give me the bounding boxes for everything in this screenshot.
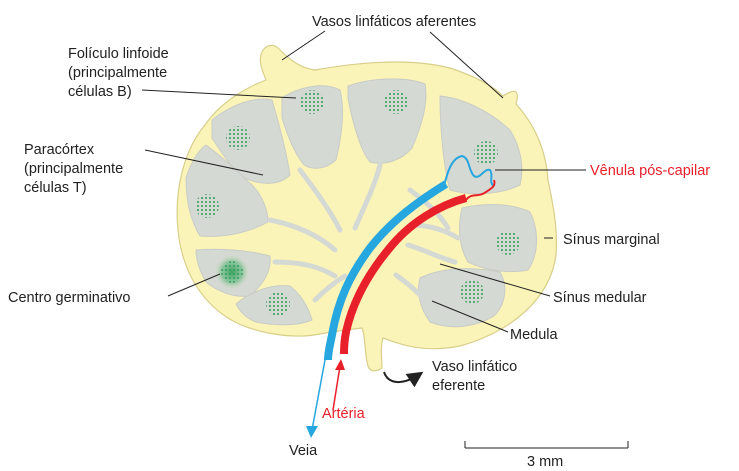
follicle-icon <box>195 194 219 218</box>
follicle-label-line1: Folículo linfoide <box>68 46 169 62</box>
germinal-center-label: Centro germinativo <box>8 290 131 306</box>
follicle-icon <box>460 280 484 304</box>
follicle-icon <box>384 90 408 114</box>
vein-label: Veia <box>289 443 318 459</box>
medullary-sinus-label: Sínus medular <box>553 290 647 306</box>
medulla-label: Medula <box>510 327 558 343</box>
venule-label: Vênula pós-capilar <box>590 163 710 179</box>
artery-label: Artéria <box>322 406 366 422</box>
efferent-label-line1: Vaso linfático <box>432 359 517 375</box>
efferent-arrow-icon <box>384 372 420 382</box>
follicle-icon <box>300 90 324 114</box>
follicle-label-line2: (principalmente <box>68 65 167 81</box>
paracortex-label-line2: (principalmente <box>24 161 123 177</box>
follicle-icon <box>266 292 290 316</box>
paracortex-label-line1: Paracórtex <box>24 142 95 158</box>
efferent-label-line2: eferente <box>432 378 485 394</box>
scale-label: 3 mm <box>527 454 563 470</box>
vein-arrowhead <box>306 426 318 438</box>
follicle-icon <box>226 126 250 150</box>
follicle-icon <box>496 231 520 255</box>
germinal-center-icon <box>221 261 243 283</box>
artery-arrowhead <box>335 359 345 370</box>
artery-arrow <box>333 366 340 410</box>
scale-bar <box>465 441 628 448</box>
follicle-icon <box>474 141 498 165</box>
marginal-sinus-label: Sínus marginal <box>563 232 660 248</box>
afferent-label: Vasos linfáticos aferentes <box>312 14 476 30</box>
paracortex-label-line3: células T) <box>24 180 87 196</box>
follicle-label-line3: células B) <box>68 84 132 100</box>
